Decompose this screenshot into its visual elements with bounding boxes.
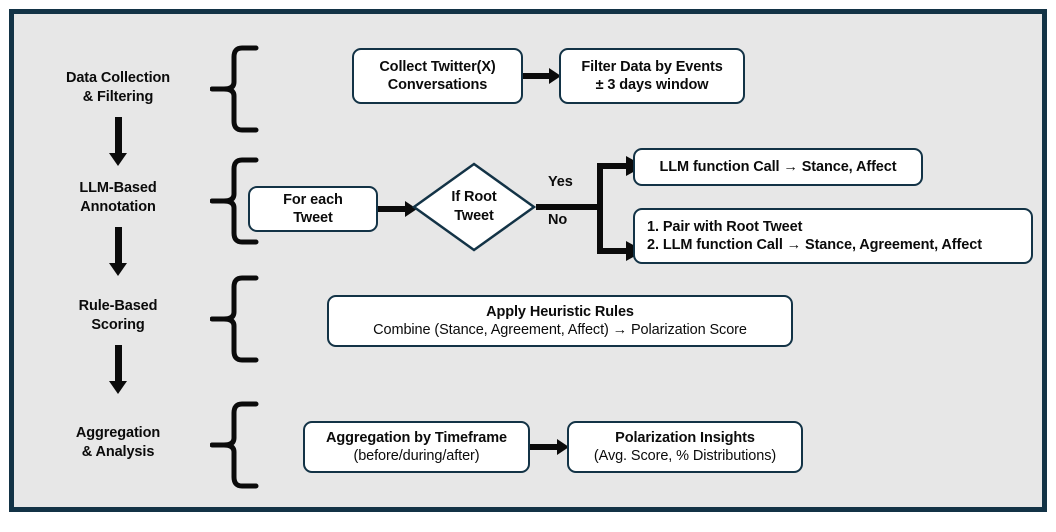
brace-data-collection xyxy=(210,44,262,134)
diagram-frame: Data Collection & Filtering LLM-Based An… xyxy=(9,9,1047,512)
stage-label-llm-annotation: LLM-Based Annotation xyxy=(79,180,157,215)
node-polarization-insights-subtitle: (Avg. Score, % Distributions) xyxy=(593,448,777,464)
node-collect-tweets[interactable]: Collect Twitter(X) Conversations xyxy=(352,48,523,104)
node-if-root-tweet[interactable]: If Root Tweet xyxy=(412,162,536,252)
node-yes-branch-line1: LLM function Call → Stance, Affect xyxy=(659,159,897,175)
arrow-foreach-to-decision xyxy=(378,197,418,221)
stage-label-data-collection: Data Collection & Filtering xyxy=(65,70,171,105)
brace-rule-scoring xyxy=(210,274,262,364)
node-if-root-tweet-line1: If Root xyxy=(451,189,497,205)
flow-arrow-2 xyxy=(78,227,158,276)
stage-label-aggregation: Aggregation & Analysis xyxy=(75,425,161,460)
node-no-branch-line1: 1. Pair with Root Tweet xyxy=(647,219,803,235)
node-filter-events-line1: Filter Data by Events xyxy=(581,59,723,75)
node-for-each-tweet[interactable]: For each Tweet xyxy=(248,186,378,232)
node-no-branch-line2: 2. LLM function Call → Stance, Agreement… xyxy=(647,237,982,253)
node-if-root-tweet-line2: Tweet xyxy=(454,208,494,224)
node-for-each-tweet-line2: Tweet xyxy=(293,210,333,226)
arrow-collect-to-filter xyxy=(523,64,561,88)
node-aggregation-timeframe-title: Aggregation by Timeframe xyxy=(325,430,508,446)
node-collect-tweets-line2: Conversations xyxy=(387,77,488,93)
flow-arrow-1 xyxy=(78,117,158,166)
node-polarization-insights-title: Polarization Insights xyxy=(615,430,755,446)
flow-arrow-3 xyxy=(78,345,158,394)
node-filter-events-line2: ± 3 days window xyxy=(595,77,709,93)
node-heuristic-rules-subtitle: Combine (Stance, Agreement, Affect) → Po… xyxy=(373,322,747,338)
branch-label-yes: Yes xyxy=(548,174,573,190)
branch-label-no: No xyxy=(548,212,568,228)
node-heuristic-rules[interactable]: Apply Heuristic Rules Combine (Stance, A… xyxy=(327,295,793,347)
brace-llm-annotation xyxy=(210,156,262,246)
node-filter-events[interactable]: Filter Data by Events ± 3 days window xyxy=(559,48,745,104)
node-no-branch[interactable]: 1. Pair with Root Tweet 2. LLM function … xyxy=(633,208,1033,264)
stage-label-rule-scoring: Rule-Based Scoring xyxy=(78,298,158,333)
arrow-aggregation-to-insights xyxy=(530,435,570,459)
node-yes-branch[interactable]: LLM function Call → Stance, Affect xyxy=(633,148,923,186)
brace-aggregation xyxy=(210,400,262,490)
node-for-each-tweet-line1: For each xyxy=(283,192,343,208)
node-aggregation-timeframe-subtitle: (before/during/after) xyxy=(353,448,480,464)
node-collect-tweets-line1: Collect Twitter(X) xyxy=(379,59,496,75)
node-polarization-insights[interactable]: Polarization Insights (Avg. Score, % Dis… xyxy=(567,421,803,473)
node-aggregation-timeframe[interactable]: Aggregation by Timeframe (before/during/… xyxy=(303,421,530,473)
node-heuristic-rules-title: Apply Heuristic Rules xyxy=(486,304,634,320)
